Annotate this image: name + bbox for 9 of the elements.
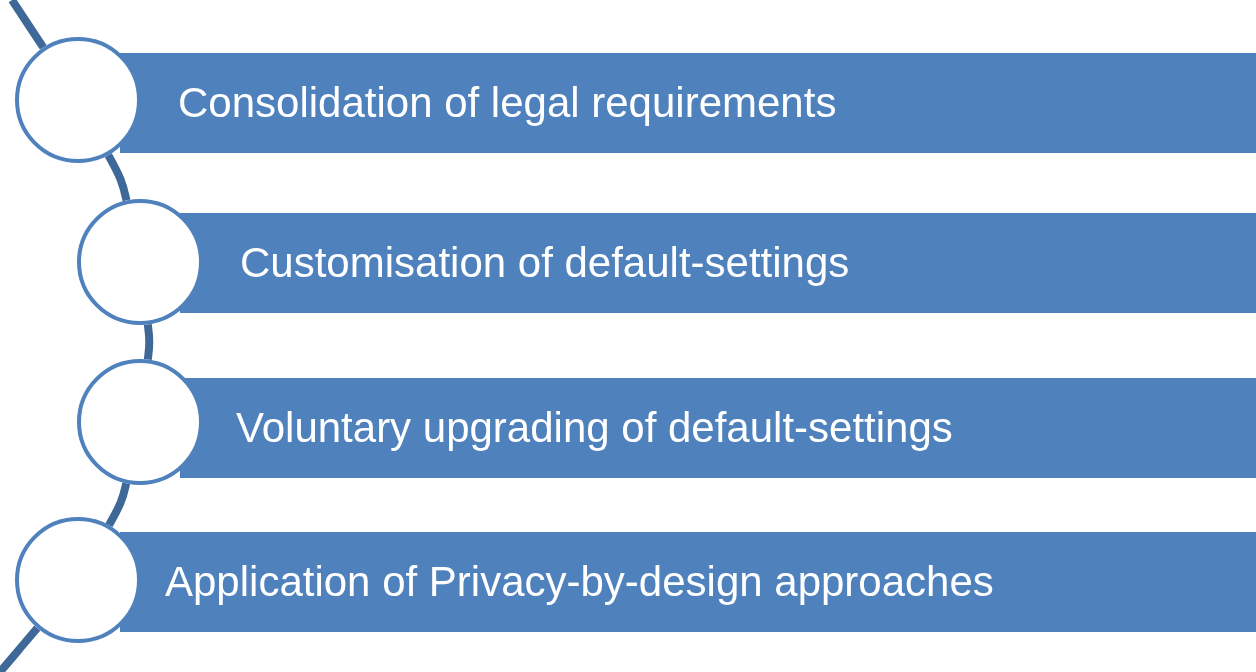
connector-line (143, 323, 154, 361)
connector-line (0, 625, 41, 672)
connector-line (104, 153, 131, 202)
step-band: Application of Privacy-by-design approaches (120, 532, 1256, 632)
step-band: Voluntary upgrading of default-settings (180, 378, 1256, 478)
step-band: Customisation of default-settings (180, 213, 1256, 313)
connector-line (105, 482, 131, 528)
step-band: Consolidation of legal requirements (120, 53, 1256, 153)
connector-line (8, 0, 47, 50)
